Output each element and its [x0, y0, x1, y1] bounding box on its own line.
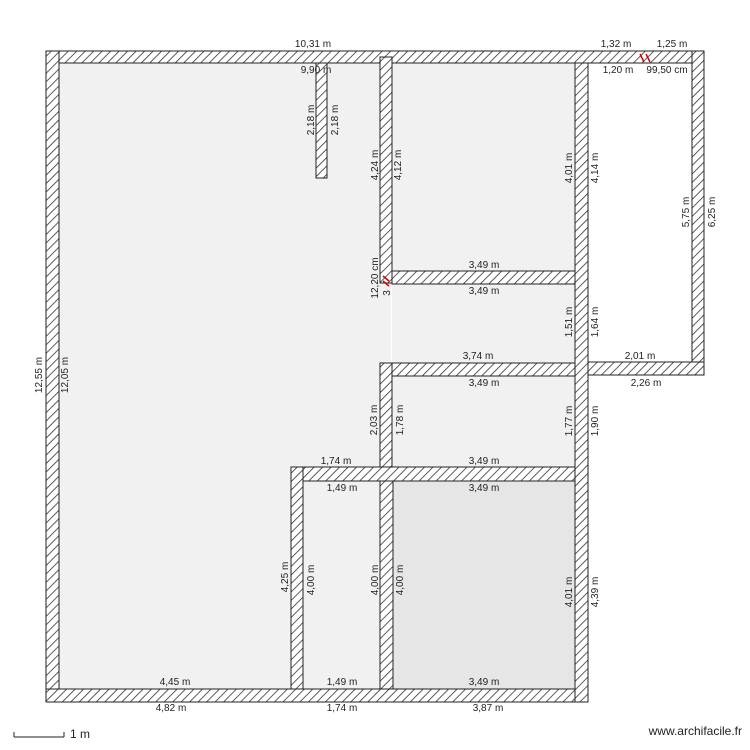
wall-left — [45, 50, 60, 703]
dim-opening-b: 3 — [382, 290, 393, 296]
dim-left-total-b: 12,05 m — [60, 357, 71, 393]
dim-room2-left-b: 1,78 m — [395, 405, 406, 436]
dim-room4-top: 3,49 m — [469, 483, 500, 494]
wall-right-outer — [691, 50, 705, 376]
dim-stub-a: 2,18 m — [306, 105, 317, 136]
wall-corridor-bottom — [379, 362, 576, 377]
dim-room2-left-a: 2,03 m — [369, 405, 380, 436]
dim-hall-a: 1,51 m — [564, 307, 575, 338]
wall-right-lower — [574, 62, 589, 703]
wall-top — [45, 50, 705, 64]
dim-room3-top-inner: 1,49 m — [327, 483, 358, 494]
dim-bottom-inner-b: 1,49 m — [327, 677, 358, 688]
dim-bottom-outer-b: 1,74 m — [327, 703, 358, 714]
dim-top-right-a: 1,32 m — [601, 39, 632, 50]
dim-room3-left-b: 4,00 m — [306, 565, 317, 596]
dim-room4-left: 4,00 m — [395, 565, 406, 596]
wall-room3-right — [379, 480, 394, 690]
dim-room2-top: 3,49 m — [469, 378, 500, 389]
room-3-floor[interactable] — [303, 481, 380, 689]
scale-label: 1 m — [70, 727, 91, 741]
wall-right-room-bottom — [587, 361, 705, 376]
opening-marker-top-right-2 — [645, 53, 651, 63]
room-right-floor[interactable] — [588, 63, 692, 362]
brand-watermark: www.archifacile.fr — [648, 724, 742, 738]
dim-bottom-inner-c: 3,49 m — [469, 677, 500, 688]
dim-top-right-c: 1,20 m — [603, 65, 634, 76]
dim-room1-right-a: 4,01 m — [564, 153, 575, 184]
room-hall-floor[interactable] — [291, 283, 391, 467]
room-2-floor[interactable] — [392, 376, 575, 467]
dim-room3-top-outer: 1,74 m — [321, 456, 352, 467]
wall-stub — [315, 62, 328, 179]
dim-stub-b: 2,18 m — [330, 105, 341, 136]
dim-bottom-outer-c: 3,87 m — [473, 703, 504, 714]
room-corridor-floor[interactable] — [392, 284, 575, 363]
dim-hall-top: 3,74 m — [463, 351, 494, 362]
dim-room3-right: 4,00 m — [370, 565, 381, 596]
dim-room4-right-b: 4,39 m — [590, 577, 601, 608]
dim-wall-left-a: 4,24 m — [370, 150, 381, 181]
dim-right-bottom-b: 2,26 m — [631, 378, 662, 389]
dim-hall-b: 1,64 m — [590, 307, 601, 338]
dim-room1-right-b: 4,14 m — [590, 153, 601, 184]
room-4-floor[interactable] — [393, 481, 575, 689]
wall-room2-left — [379, 362, 393, 482]
dim-right-bottom-a: 2,01 m — [625, 351, 656, 362]
dim-room3-left-a: 4,25 m — [280, 562, 291, 593]
dim-wall-left-b: 4,12 m — [393, 150, 404, 181]
opening-marker-left — [382, 275, 390, 282]
opening-marker-left-2 — [382, 280, 390, 287]
dim-right-room-b: 6,25 m — [707, 197, 718, 228]
wall-room1-bottom — [391, 270, 576, 285]
opening-marker-top-right — [639, 53, 645, 63]
dim-top-inner: 9,90 m — [301, 65, 332, 76]
dim-room1-bottom-b: 3,49 m — [469, 286, 500, 297]
wall-room3-left — [290, 466, 304, 690]
room-1-floor[interactable] — [392, 63, 575, 271]
dim-room2-right-a: 1,77 m — [564, 406, 575, 437]
dim-left-total-a: 12,55 m — [34, 357, 45, 393]
wall-bottom — [45, 688, 589, 703]
dim-right-room-a: 5,75 m — [681, 197, 692, 228]
dim-room1-bottom-a: 3,49 m — [469, 260, 500, 271]
dim-bottom-inner-a: 4,45 m — [160, 677, 191, 688]
dim-top-total: 10,31 m — [295, 39, 331, 50]
dim-top-right-d: 99,50 cm — [646, 65, 687, 76]
dim-top-right-b: 1,25 m — [657, 39, 688, 50]
dim-opening-a: 12,20 cm — [370, 257, 381, 298]
dim-bottom-outer-a: 4,82 m — [156, 703, 187, 714]
dim-room2-right-b: 1,90 m — [590, 406, 601, 437]
dim-room4-right-a: 4,01 m — [564, 577, 575, 608]
dim-room2-bottom: 3,49 m — [469, 456, 500, 467]
wall-room1-left — [379, 56, 393, 284]
wall-room2-bottom — [290, 466, 576, 482]
